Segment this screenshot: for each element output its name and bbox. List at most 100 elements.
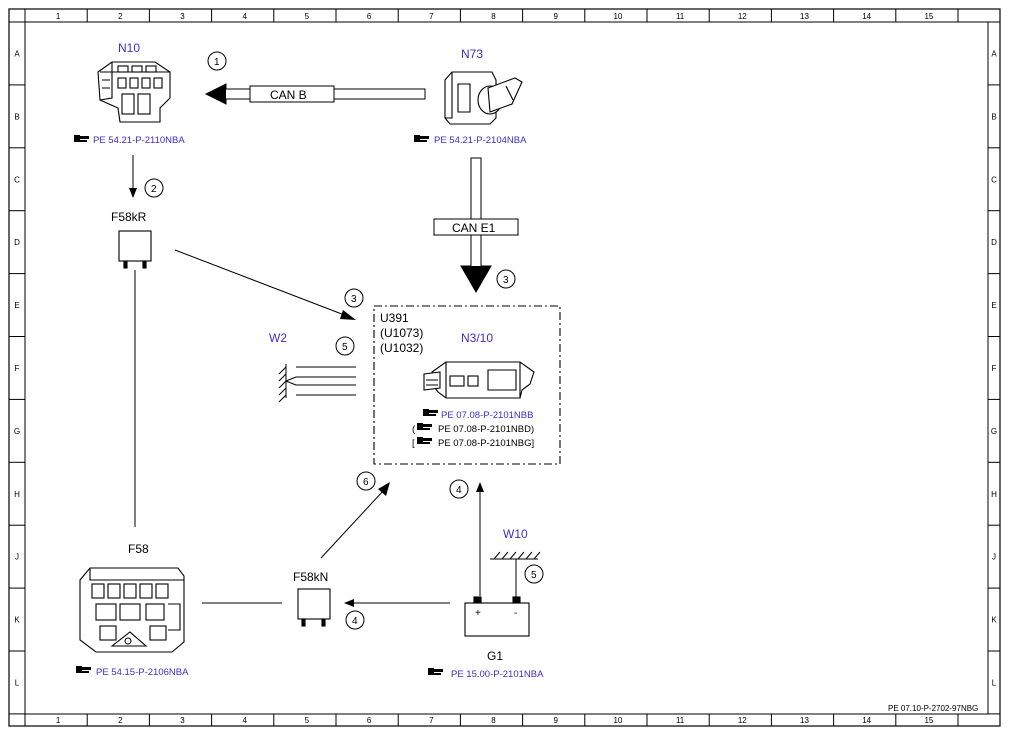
grid-column-label: 13 (800, 716, 809, 725)
w10-label: W10 (503, 527, 528, 541)
grid-row-label: H (14, 490, 20, 499)
grid-column-label: 7 (429, 12, 434, 21)
step-marker-5b: 5 (524, 564, 544, 584)
step-marker-1: 1 (207, 51, 227, 71)
w2-ground-icon (278, 364, 356, 403)
grid-column-label: 11 (676, 12, 685, 21)
grid-row-label: C (14, 175, 20, 184)
grid-column-label: 1 (56, 716, 61, 725)
module-reference-2: ( PE 07.08-P-2101NBD) (412, 423, 534, 435)
battery-minus-terminal: - (514, 608, 517, 619)
svg-text:3: 3 (351, 294, 357, 305)
grid-row-label: B (14, 112, 19, 121)
f58kr-to-module-arrow (174, 249, 356, 320)
svg-text:PE 54.21-P-2104NBA: PE 54.21-P-2104NBA (434, 135, 527, 146)
f58kr-relay-icon (118, 230, 152, 269)
n10-to-f58kr-line (129, 155, 137, 198)
can-e1-label: CAN E1 (452, 221, 496, 235)
grid-row-label: J (15, 553, 19, 562)
grid-row-label: A (991, 49, 997, 58)
grid-row-label: H (991, 490, 997, 499)
battery-plus-terminal: + (475, 608, 481, 619)
grid-column-label: 2 (118, 12, 123, 21)
grid-row-label: B (991, 112, 996, 121)
grid-row-label: F (15, 364, 20, 373)
grid-column-label: 5 (305, 716, 310, 725)
control-unit-icon (423, 361, 535, 399)
f58kr-label: F58kR (111, 210, 147, 224)
grid-column-label: 14 (862, 716, 871, 725)
svg-text:4: 4 (456, 485, 462, 496)
grid-ticks (9, 9, 1000, 726)
grid-column-label: 7 (429, 716, 434, 725)
pointing-hand-icon (417, 437, 432, 444)
drawing-code: PE 07.10-P-2702-97NBG (888, 704, 978, 713)
svg-text:PE 07.08-P-2101NBD): PE 07.08-P-2101NBD) (438, 424, 534, 435)
svg-text:4: 4 (352, 616, 358, 627)
svg-text:PE 54.15-P-2106NBA: PE 54.15-P-2106NBA (96, 667, 189, 678)
svg-text:6: 6 (363, 477, 369, 488)
step-marker-4a: 4 (345, 610, 365, 630)
battery-to-module-arrow (476, 482, 484, 596)
f58kn-to-module-arrow (320, 482, 390, 559)
module-reference-3: [ PE 07.08-P-2101NBG] (412, 437, 534, 449)
grid-row-label: D (14, 238, 20, 247)
svg-text:5: 5 (342, 342, 348, 353)
step-marker-3a: 3 (344, 288, 364, 308)
grid-column-label: 13 (800, 12, 809, 21)
grid-column-label: 15 (924, 12, 933, 21)
step-marker-4b: 4 (449, 479, 469, 499)
grid-column-label: 3 (180, 12, 185, 21)
battery-to-f58kn-arrow (344, 599, 450, 607)
grid-column-label: 12 (738, 12, 747, 21)
n73-reference: PE 54.21-P-2104NBA (414, 135, 527, 146)
w10-ground-icon (490, 551, 541, 597)
g1-label: G1 (487, 649, 503, 663)
grid-column-label: 8 (491, 12, 496, 21)
grid-column-label: 4 (242, 716, 247, 725)
svg-text:1: 1 (214, 57, 220, 68)
grid-row-label: E (14, 301, 19, 310)
grid-column-label: 3 (180, 716, 185, 725)
svg-text:2: 2 (151, 184, 157, 195)
battery-icon (464, 596, 530, 637)
grid-row-label: J (992, 553, 996, 562)
grid-column-label: 9 (553, 716, 558, 725)
grid-column-label: 12 (738, 716, 747, 725)
step-marker-6: 6 (356, 471, 376, 491)
grid-column-label: 2 (118, 716, 123, 725)
module-code-2: (U1073) (380, 326, 423, 340)
module-boundary (373, 305, 561, 465)
grid-column-label: 14 (862, 12, 871, 21)
module-code-1: U391 (380, 311, 409, 325)
grid-row-label: E (991, 301, 996, 310)
step-marker-2: 2 (144, 178, 164, 198)
module-code-3: (U1032) (380, 341, 423, 355)
outer-frame (8, 8, 1001, 727)
svg-text:PE 07.08-P-2101NBG]: PE 07.08-P-2101NBG] (438, 438, 534, 449)
svg-text:PE 07.08-P-2101NBB: PE 07.08-P-2101NBB (441, 410, 533, 421)
grid-row-label: G (14, 427, 20, 436)
w2-label: W2 (269, 331, 287, 345)
grid-row-label: K (14, 616, 20, 625)
n73-ignition-switch-icon (444, 71, 523, 125)
g1-reference: PE 15.00-P-2101NBA (428, 668, 544, 680)
step-marker-3b: 3 (496, 269, 516, 289)
inner-frame (24, 21, 989, 715)
n73-label: N73 (461, 47, 483, 61)
grid-labels: 1122334455667788991010111112121313141415… (14, 12, 997, 725)
module-reference-1: PE 07.08-P-2101NBB (423, 409, 533, 421)
f58-label: F58 (128, 542, 149, 556)
pointing-hand-icon (74, 135, 89, 142)
grid-column-label: 8 (491, 716, 496, 725)
pointing-hand-icon (76, 666, 91, 673)
grid-row-label: C (991, 175, 997, 184)
grid-column-label: 4 (242, 12, 247, 21)
svg-text:[: [ (412, 438, 415, 449)
grid-row-label: L (15, 678, 20, 687)
svg-text:PE 15.00-P-2101NBA: PE 15.00-P-2101NBA (451, 669, 544, 680)
pointing-hand-icon (423, 409, 438, 416)
f58-reference: PE 54.15-P-2106NBA (76, 666, 189, 678)
can-b-label: CAN B (270, 88, 307, 102)
